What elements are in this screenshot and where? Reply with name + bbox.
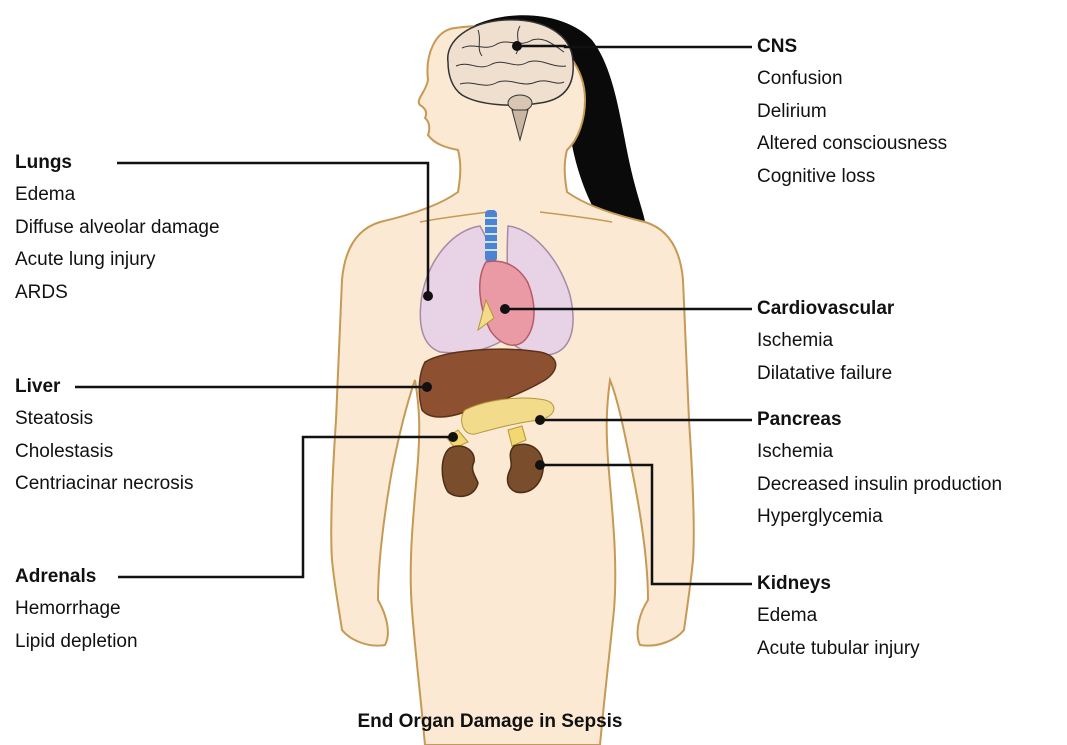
kidney-left [442, 446, 478, 496]
dot-liver [422, 382, 432, 392]
lungs-title: Lungs [15, 147, 220, 179]
adrenals-label-group: Adrenals Hemorrhage Lipid depletion [15, 561, 138, 658]
leader-cns [517, 46, 752, 47]
cardiovascular-item: Dilatative failure [757, 358, 894, 391]
lungs-item: Acute lung injury [15, 244, 220, 277]
cns-item: Delirium [757, 96, 947, 129]
cardiovascular-item: Ischemia [757, 325, 894, 358]
liver-label-group: Liver Steatosis Cholestasis Centriacinar… [15, 371, 193, 501]
lungs-item: ARDS [15, 277, 220, 310]
liver-item: Centriacinar necrosis [15, 468, 193, 501]
adrenals-item: Hemorrhage [15, 593, 138, 626]
liver-item: Cholestasis [15, 436, 193, 469]
adrenals-title: Adrenals [15, 561, 138, 593]
dot-adrenals [448, 432, 458, 442]
cns-item: Confusion [757, 63, 947, 96]
pancreas-item: Ischemia [757, 436, 1002, 469]
liver-title: Liver [15, 371, 193, 403]
cardiovascular-label-group: Cardiovascular Ischemia Dilatative failu… [757, 293, 894, 390]
kidneys-item: Edema [757, 600, 920, 633]
cns-label-group: CNS Confusion Delirium Altered conscious… [757, 31, 947, 193]
lungs-item: Edema [15, 179, 220, 212]
pancreas-label-group: Pancreas Ischemia Decreased insulin prod… [757, 404, 1002, 534]
kidneys-item: Acute tubular injury [757, 633, 920, 666]
cardiovascular-title: Cardiovascular [757, 293, 894, 325]
dot-kidneys [535, 460, 545, 470]
pancreas-item: Decreased insulin production [757, 469, 1002, 502]
kidneys-title: Kidneys [757, 568, 920, 600]
pancreas-item: Hyperglycemia [757, 501, 1002, 534]
adrenals-item: Lipid depletion [15, 626, 138, 659]
dot-cns [512, 41, 522, 51]
pancreas-title: Pancreas [757, 404, 1002, 436]
dot-lungs [423, 291, 433, 301]
dot-cardiovascular [500, 304, 510, 314]
liver-item: Steatosis [15, 403, 193, 436]
cns-title: CNS [757, 31, 947, 63]
lungs-item: Diffuse alveolar damage [15, 212, 220, 245]
cns-item: Cognitive loss [757, 161, 947, 194]
lungs-label-group: Lungs Edema Diffuse alveolar damage Acut… [15, 147, 220, 309]
figure-caption: End Organ Damage in Sepsis [0, 711, 980, 733]
dot-pancreas [535, 415, 545, 425]
kidneys-label-group: Kidneys Edema Acute tubular injury [757, 568, 920, 665]
cns-item: Altered consciousness [757, 128, 947, 161]
